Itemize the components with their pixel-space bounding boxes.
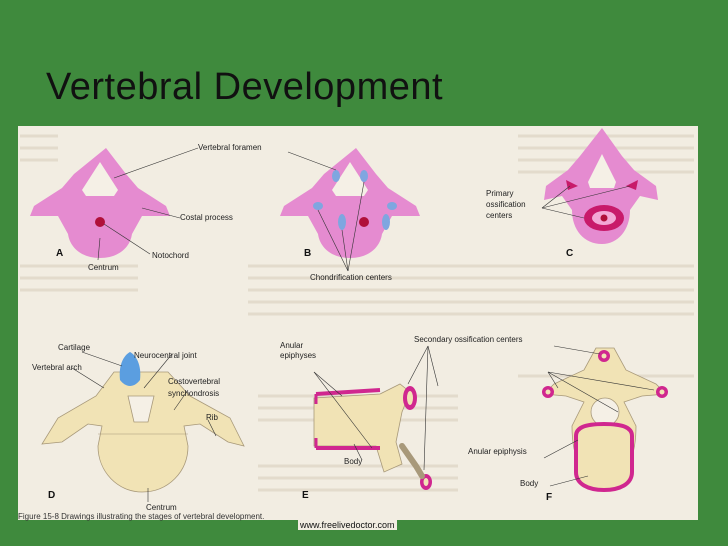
panel-d-leaders	[71, 351, 217, 502]
label-rib: Rib	[206, 413, 219, 422]
panel-e-leaders	[313, 345, 439, 471]
label-costal-process: Costal process	[180, 213, 233, 222]
vertebral-development-figure: Vertebral foramen Costal process Notocho…	[18, 126, 698, 520]
label-vertebral-foramen: Vertebral foramen	[198, 143, 262, 152]
panel-c-leaders	[541, 185, 631, 219]
figure-drawing: Vertebral foramen Costal process Notocho…	[18, 126, 698, 520]
label-body-e: Body	[344, 457, 362, 466]
label-primary-ossification-2: ossification	[486, 200, 526, 209]
label-primary-ossification-1: Primary	[486, 189, 514, 198]
label-neurocentral-joint: Neurocentral joint	[134, 351, 197, 360]
panel-f-leaders	[543, 345, 655, 487]
figure-caption: Figure 15-8 Drawings illustrating the st…	[18, 512, 265, 521]
label-body-f: Body	[520, 479, 538, 488]
panel-b-vertebra	[280, 148, 420, 258]
panel-a-vertebra	[30, 148, 170, 258]
panel-letter-e: E	[302, 490, 309, 501]
panel-letter-f: F	[546, 492, 552, 503]
label-cartilage: Cartilage	[58, 343, 91, 352]
panel-f-vertebra	[542, 347, 668, 493]
label-notochord: Notochord	[152, 251, 189, 260]
panel-letter-b: B	[304, 248, 311, 259]
label-costovertebral-2: synchondrosis	[168, 389, 219, 398]
label-secondary-ossification: Secondary ossification centers	[414, 335, 523, 344]
label-vertebral-arch: Vertebral arch	[32, 363, 82, 372]
panel-a-leaders	[97, 147, 199, 261]
panel-letter-d: D	[48, 490, 55, 501]
footer-url[interactable]: www.freelivedoctor.com	[298, 520, 397, 530]
label-anular-epiphyses-2: epiphyses	[280, 351, 316, 360]
slide-title: Vertebral Development	[46, 66, 444, 108]
label-chondrification-centers: Chondrification centers	[310, 273, 392, 282]
label-costovertebral-1: Costovertebral	[168, 377, 220, 386]
label-centrum-d: Centrum	[146, 503, 177, 512]
label-centrum-a: Centrum	[88, 263, 119, 272]
label-anular-epiphysis-f: Anular epiphysis	[468, 447, 527, 456]
label-primary-ossification-3: centers	[486, 211, 512, 220]
panel-b-leaders	[287, 151, 365, 272]
panel-e-vertebra	[313, 383, 432, 490]
panel-d-vertebra	[41, 352, 245, 493]
panel-letter-c: C	[566, 248, 573, 259]
label-anular-epiphyses-1: Anular	[280, 341, 303, 350]
panel-letter-a: A	[56, 248, 63, 259]
